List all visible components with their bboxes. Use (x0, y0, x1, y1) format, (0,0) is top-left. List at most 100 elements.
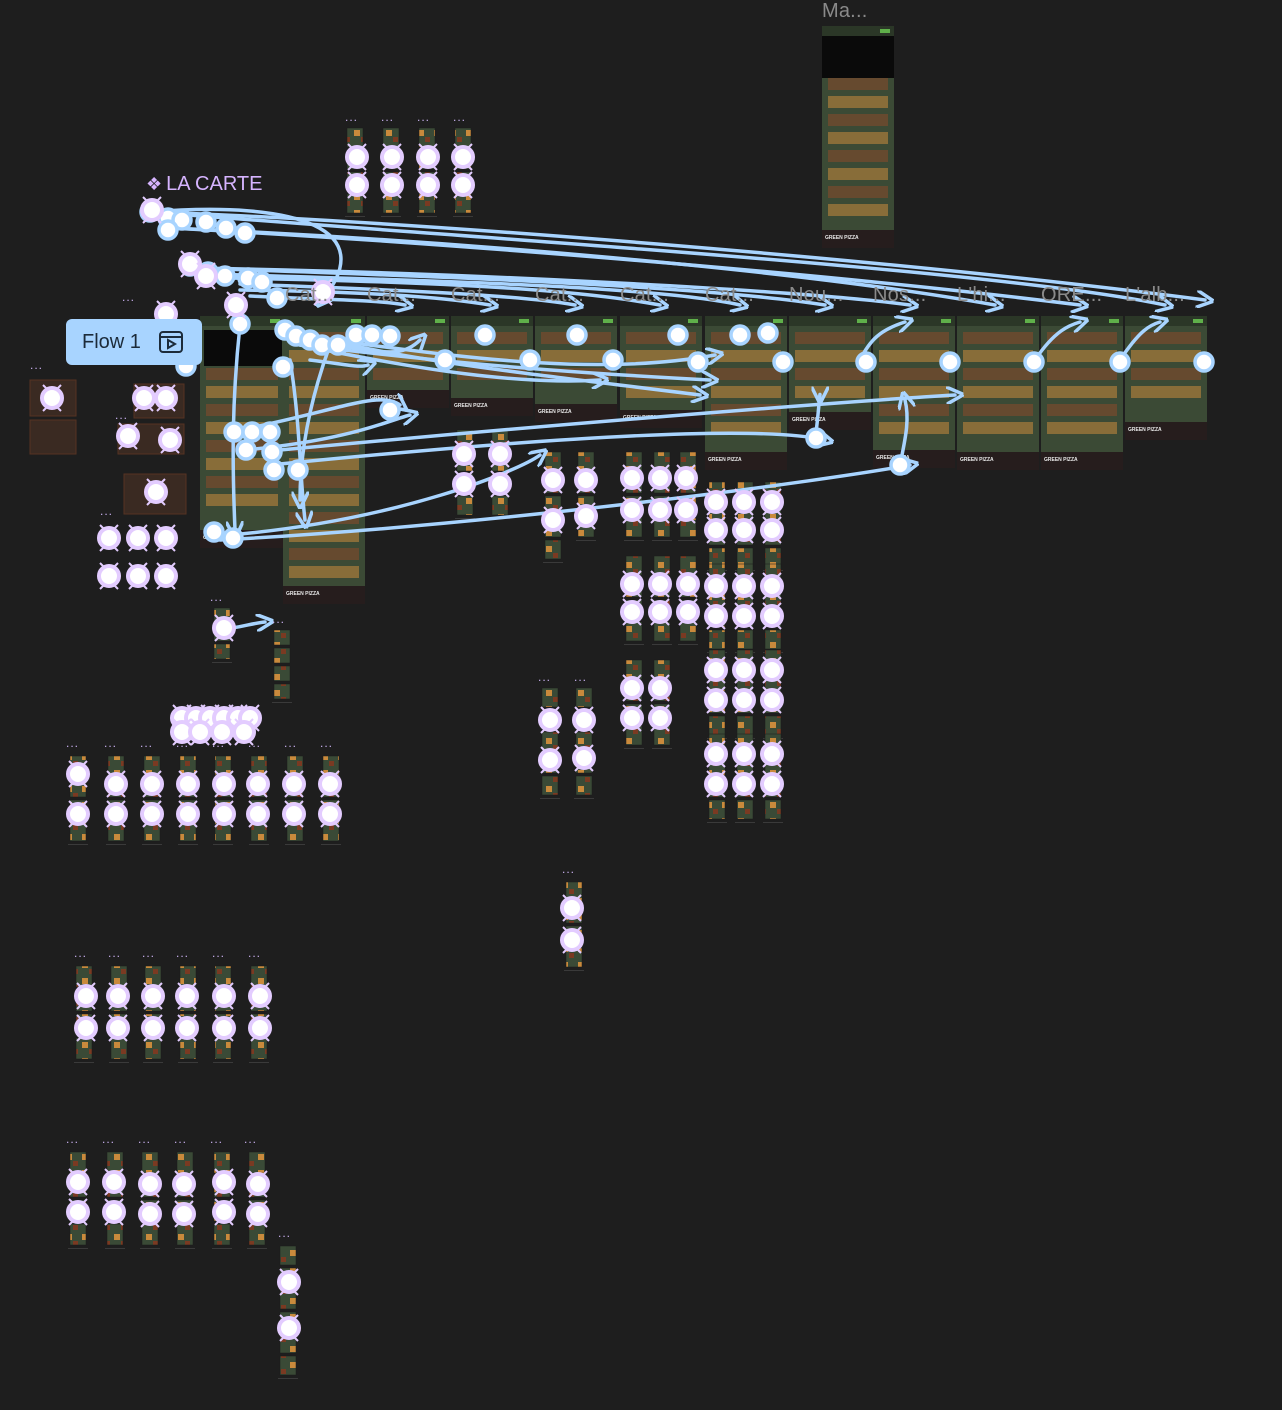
hotspot-node[interactable] (40, 384, 64, 412)
card-component[interactable] (213, 965, 233, 1063)
page-frame-ore[interactable]: GREEN PIZZA (1041, 316, 1123, 470)
hotspot-node[interactable] (704, 602, 728, 630)
prototype-connector[interactable] (298, 343, 710, 380)
hotspot-node[interactable] (541, 506, 565, 534)
hotspot-node[interactable] (760, 516, 784, 544)
hotspot-node[interactable] (212, 1198, 236, 1226)
hotspot-node[interactable] (212, 1014, 236, 1042)
hotspot-node[interactable] (704, 770, 728, 798)
page-frame-hist[interactable]: GREEN PIZZA (957, 316, 1039, 470)
hotspot-node[interactable] (277, 1314, 301, 1342)
card-component[interactable] (453, 127, 473, 217)
connection-node[interactable] (519, 349, 541, 371)
hotspot-node[interactable] (188, 718, 212, 746)
hotspot-node[interactable] (648, 496, 672, 524)
hotspot-node[interactable] (158, 426, 182, 454)
connection-node[interactable] (195, 211, 217, 233)
hotspot-node[interactable] (572, 706, 596, 734)
hotspot-node[interactable] (620, 570, 644, 598)
hotspot-node[interactable] (620, 704, 644, 732)
hotspot-node[interactable] (704, 488, 728, 516)
hotspot-node[interactable] (132, 384, 156, 412)
overflow-dots[interactable]: ... (115, 408, 129, 422)
hotspot-node[interactable] (66, 1198, 90, 1226)
hotspot-node[interactable] (282, 770, 306, 798)
overflow-dots[interactable]: ... (538, 670, 552, 684)
card-component[interactable] (178, 755, 198, 845)
card-component[interactable] (247, 1151, 267, 1249)
hotspot-node[interactable] (704, 686, 728, 714)
overflow-dots[interactable]: ... (30, 358, 44, 372)
connection-node[interactable] (729, 324, 751, 346)
hotspot-node[interactable] (194, 262, 218, 290)
hotspot-node[interactable] (246, 1170, 270, 1198)
hotspot-node[interactable] (74, 982, 98, 1010)
hotspot-node[interactable] (246, 1200, 270, 1228)
connection-node[interactable] (687, 351, 709, 373)
overflow-dots[interactable]: ... (562, 862, 576, 876)
card-component[interactable] (74, 965, 94, 1063)
hotspot-node[interactable] (212, 982, 236, 1010)
prototype-connector[interactable] (168, 226, 995, 305)
hotspot-node[interactable] (138, 1200, 162, 1228)
hotspot-node[interactable] (538, 746, 562, 774)
hotspot-node[interactable] (451, 143, 475, 171)
overflow-dots[interactable]: ... (66, 736, 80, 750)
connection-node[interactable] (434, 349, 456, 371)
connection-node[interactable] (259, 421, 281, 443)
connection-node[interactable] (229, 313, 251, 335)
prototype-connector[interactable] (188, 266, 825, 305)
hotspot-node[interactable] (538, 706, 562, 734)
overflow-dots[interactable]: ... (212, 946, 226, 960)
hotspot-node[interactable] (141, 1014, 165, 1042)
hotspot-node[interactable] (140, 800, 164, 828)
overflow-dots[interactable]: ... (210, 590, 224, 604)
hotspot-node[interactable] (572, 744, 596, 772)
hotspot-node[interactable] (246, 770, 270, 798)
hotspot-node[interactable] (648, 674, 672, 702)
hotspot-node[interactable] (172, 1170, 196, 1198)
hotspot-node[interactable] (212, 800, 236, 828)
hotspot-node[interactable] (140, 770, 164, 798)
hotspot-node[interactable] (97, 524, 121, 552)
hotspot-node[interactable] (760, 488, 784, 516)
prototype-connector[interactable] (148, 210, 1205, 300)
hotspot-node[interactable] (732, 656, 756, 684)
hotspot-node[interactable] (106, 1014, 130, 1042)
connection-node[interactable] (157, 219, 179, 241)
hotspot-node[interactable] (704, 516, 728, 544)
hotspot-node[interactable] (318, 770, 342, 798)
hotspot-node[interactable] (97, 562, 121, 590)
hotspot-node[interactable] (102, 1168, 126, 1196)
connection-node[interactable] (1109, 351, 1131, 373)
connection-node[interactable] (287, 459, 309, 481)
overflow-dots[interactable]: ... (284, 736, 298, 750)
connection-node[interactable] (234, 222, 256, 244)
hotspot-node[interactable] (106, 982, 130, 1010)
hotspot-node[interactable] (620, 674, 644, 702)
hotspot-node[interactable] (104, 800, 128, 828)
hotspot-node[interactable] (175, 1014, 199, 1042)
hotspot-node[interactable] (732, 686, 756, 714)
hotspot-node[interactable] (676, 570, 700, 598)
card-component[interactable] (249, 965, 269, 1063)
overflow-dots[interactable]: ... (210, 1132, 224, 1146)
hotspot-node[interactable] (648, 570, 672, 598)
hotspot-node[interactable] (116, 422, 140, 450)
hotspot-node[interactable] (452, 470, 476, 498)
connection-node[interactable] (266, 287, 288, 309)
frame-label[interactable]: Cat... (285, 284, 334, 306)
connection-node[interactable] (251, 271, 273, 293)
page-frame-album[interactable]: GREEN PIZZA (1125, 316, 1207, 440)
hotspot-node[interactable] (648, 598, 672, 626)
card-component[interactable] (624, 659, 644, 749)
hotspot-node[interactable] (345, 171, 369, 199)
hotspot-node[interactable] (488, 440, 512, 468)
hotspot-node[interactable] (318, 800, 342, 828)
hotspot-node[interactable] (704, 572, 728, 600)
connection-node[interactable] (222, 527, 244, 549)
overflow-dots[interactable]: ... (100, 504, 114, 518)
connection-node[interactable] (379, 399, 401, 421)
hotspot-node[interactable] (126, 562, 150, 590)
card-component[interactable] (140, 1151, 160, 1249)
